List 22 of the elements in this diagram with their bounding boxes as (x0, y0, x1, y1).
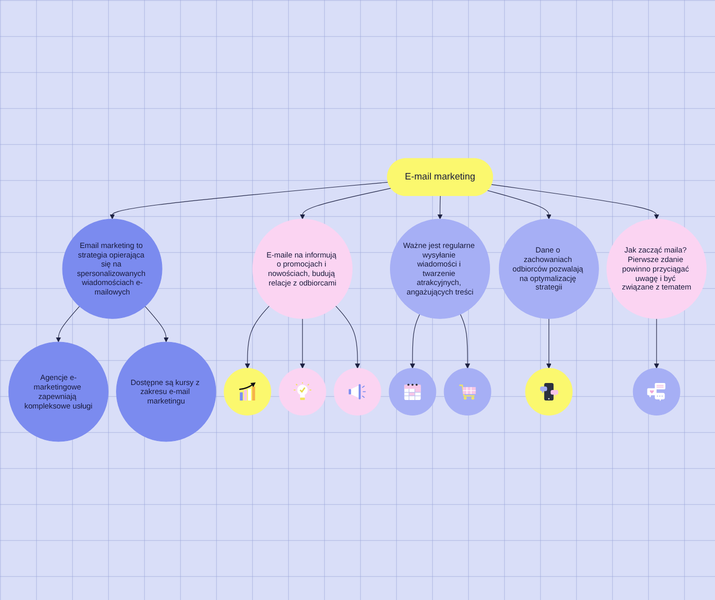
arrow (410, 314, 420, 369)
arrow (244, 306, 270, 369)
chat-icon (632, 368, 680, 416)
arrow (144, 306, 169, 342)
arrow (460, 314, 470, 369)
cart-icon (444, 368, 492, 416)
phone-icon (525, 368, 573, 416)
chart-icon (224, 368, 272, 416)
central-topic-text: E-mail marketing (404, 171, 476, 183)
arrow (654, 318, 660, 369)
arrow (110, 182, 389, 220)
megaphone-icon (334, 368, 382, 416)
arrow (300, 188, 392, 220)
arrow (300, 318, 306, 369)
arrow (487, 190, 552, 220)
arrow (546, 318, 552, 369)
arrow (56, 306, 80, 342)
arrow (437, 196, 443, 220)
arrow (335, 306, 360, 369)
bulb-icon (278, 368, 326, 416)
arrow (491, 184, 660, 220)
calendar-icon (388, 368, 436, 416)
